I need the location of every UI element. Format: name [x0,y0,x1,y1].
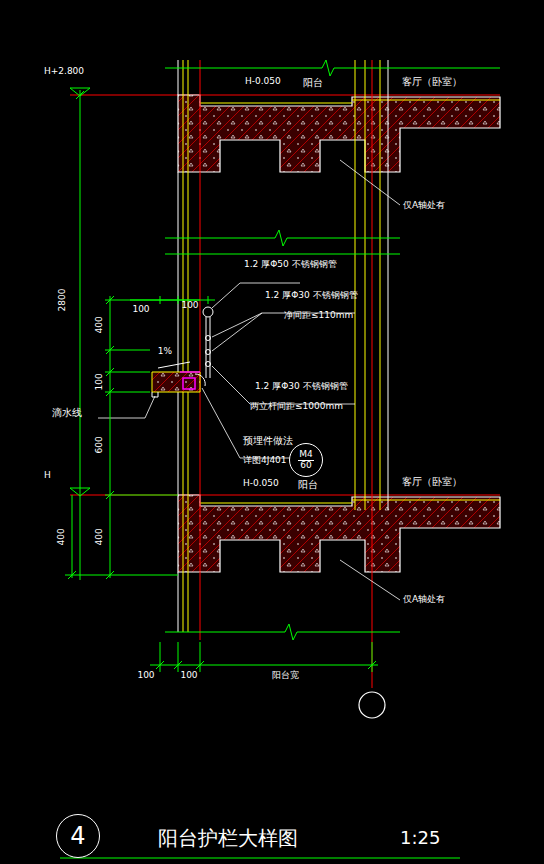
drawing-title: 阳台护栏大样图 [158,827,298,849]
dimension-line [65,88,378,672]
dimension-text: 100 [181,301,198,311]
dimension-text: 400 [95,316,105,333]
annotation-text: 阳台 [303,77,323,88]
node-text: 60 [298,460,313,471]
annotation-text: 客厅（卧室） [402,476,462,487]
leader-line [98,160,400,600]
dimension-text: 100 [132,305,149,315]
dimension-text: 600 [95,436,105,453]
annotation-text: H-0.050 [245,77,281,87]
annotation-text: 1% [158,347,172,357]
dimension-text: 100 [137,671,154,681]
dimension-text: 2800 [57,289,67,312]
annotation-text: 客厅（卧室） [402,76,462,87]
node-text: M4 [297,450,315,460]
annotation-text: 滴水线 [52,407,82,418]
railing [152,307,213,397]
annotation-text: 仅A轴处有 [403,201,445,211]
annotation-text: 预埋件做法 [243,435,293,446]
annotation-text: 1.2 厚Φ30 不锈钢钢管 [255,382,348,392]
annotation-text: 阳台 [298,479,318,490]
annotation-text: 仅A轴处有 [403,595,445,605]
dimension-text: 100 [95,373,105,390]
dimension-text: 100 [180,671,197,681]
annotation-text: 阳台宽 [272,671,299,681]
floor-slab [178,95,500,172]
floor-slab [178,495,500,572]
wall-lines [178,60,388,688]
annotation-text: H+2.800 [44,67,84,77]
annotation-text: 两立杆间距≤1000mm [250,402,343,412]
dimension-text: 400 [95,528,105,545]
node-text: 4 [68,823,87,849]
axis-bubble [359,692,385,718]
dimension-text: 400 [57,528,67,545]
detail-number-circle: 4 [56,814,100,858]
annotation-text: H-0.050 [243,479,279,489]
annotation-text: 净间距≤110mm [284,311,353,321]
annotation-text: 详图4J401 [243,456,287,466]
annotation-text: 1.2 厚Φ30 不锈钢钢管 [265,291,358,301]
annotation-text: 1.2 厚Φ50 不锈钢钢管 [244,260,337,270]
index-circle: M460 [289,443,323,477]
break-line [165,60,500,640]
annotation-text: 1:25 [400,828,440,848]
title-underline [60,857,460,858]
annotation-text: H [44,471,51,481]
